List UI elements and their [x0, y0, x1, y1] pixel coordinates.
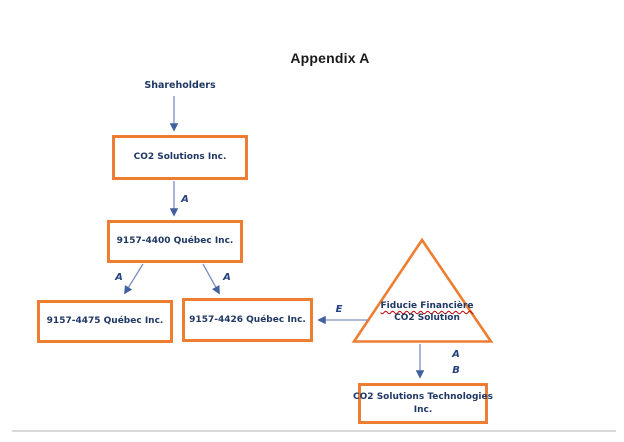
bottom-divider	[12, 430, 616, 432]
node-9157-4400-quebec: 9157-4400 Québec Inc.	[107, 220, 243, 263]
connector-4400-to-4426	[202, 263, 220, 295]
node-9157-4475-quebec: 9157-4475 Québec Inc.	[37, 300, 173, 343]
page-title: Appendix A	[290, 50, 370, 66]
node-co2-solutions-inc: CO2 Solutions Inc.	[112, 135, 248, 180]
edge-label-to-4426: A	[223, 272, 231, 283]
node-label: 9157-4426 Québec Inc.	[189, 314, 306, 325]
shareholders-label: Shareholders	[144, 80, 216, 91]
edge-label-trust-to-tech-b: B	[452, 365, 460, 376]
trust-label: Fiducie Financière CO2 Solution	[367, 301, 487, 324]
edge-label-trust-to-tech-a: A	[452, 349, 460, 360]
node-label: 9157-4475 Québec Inc.	[46, 316, 164, 327]
node-label-line2: Inc.	[413, 404, 433, 415]
node-label: 9157-4400 Québec Inc.	[116, 236, 234, 247]
connector-4400-to-4475	[124, 263, 144, 295]
edge-label-to-4475: A	[115, 272, 123, 283]
node-label: CO2 Solutions Inc.	[133, 152, 227, 163]
node-label-line1: CO2 Solutions Technologies	[353, 392, 493, 403]
edge-label-parent-to-4400: A	[181, 194, 189, 205]
edge-label-trust-to-4426: E	[335, 304, 343, 315]
trust-triangle-shape	[351, 237, 494, 343]
trust-name-line2: CO2 Solution	[394, 312, 460, 323]
node-9157-4426-quebec: 9157-4426 Québec Inc.	[182, 298, 313, 342]
trust-name-line1: Fiducie Financière	[380, 301, 474, 311]
node-co2-solutions-technologies: CO2 Solutions Technologies Inc.	[353, 383, 493, 424]
